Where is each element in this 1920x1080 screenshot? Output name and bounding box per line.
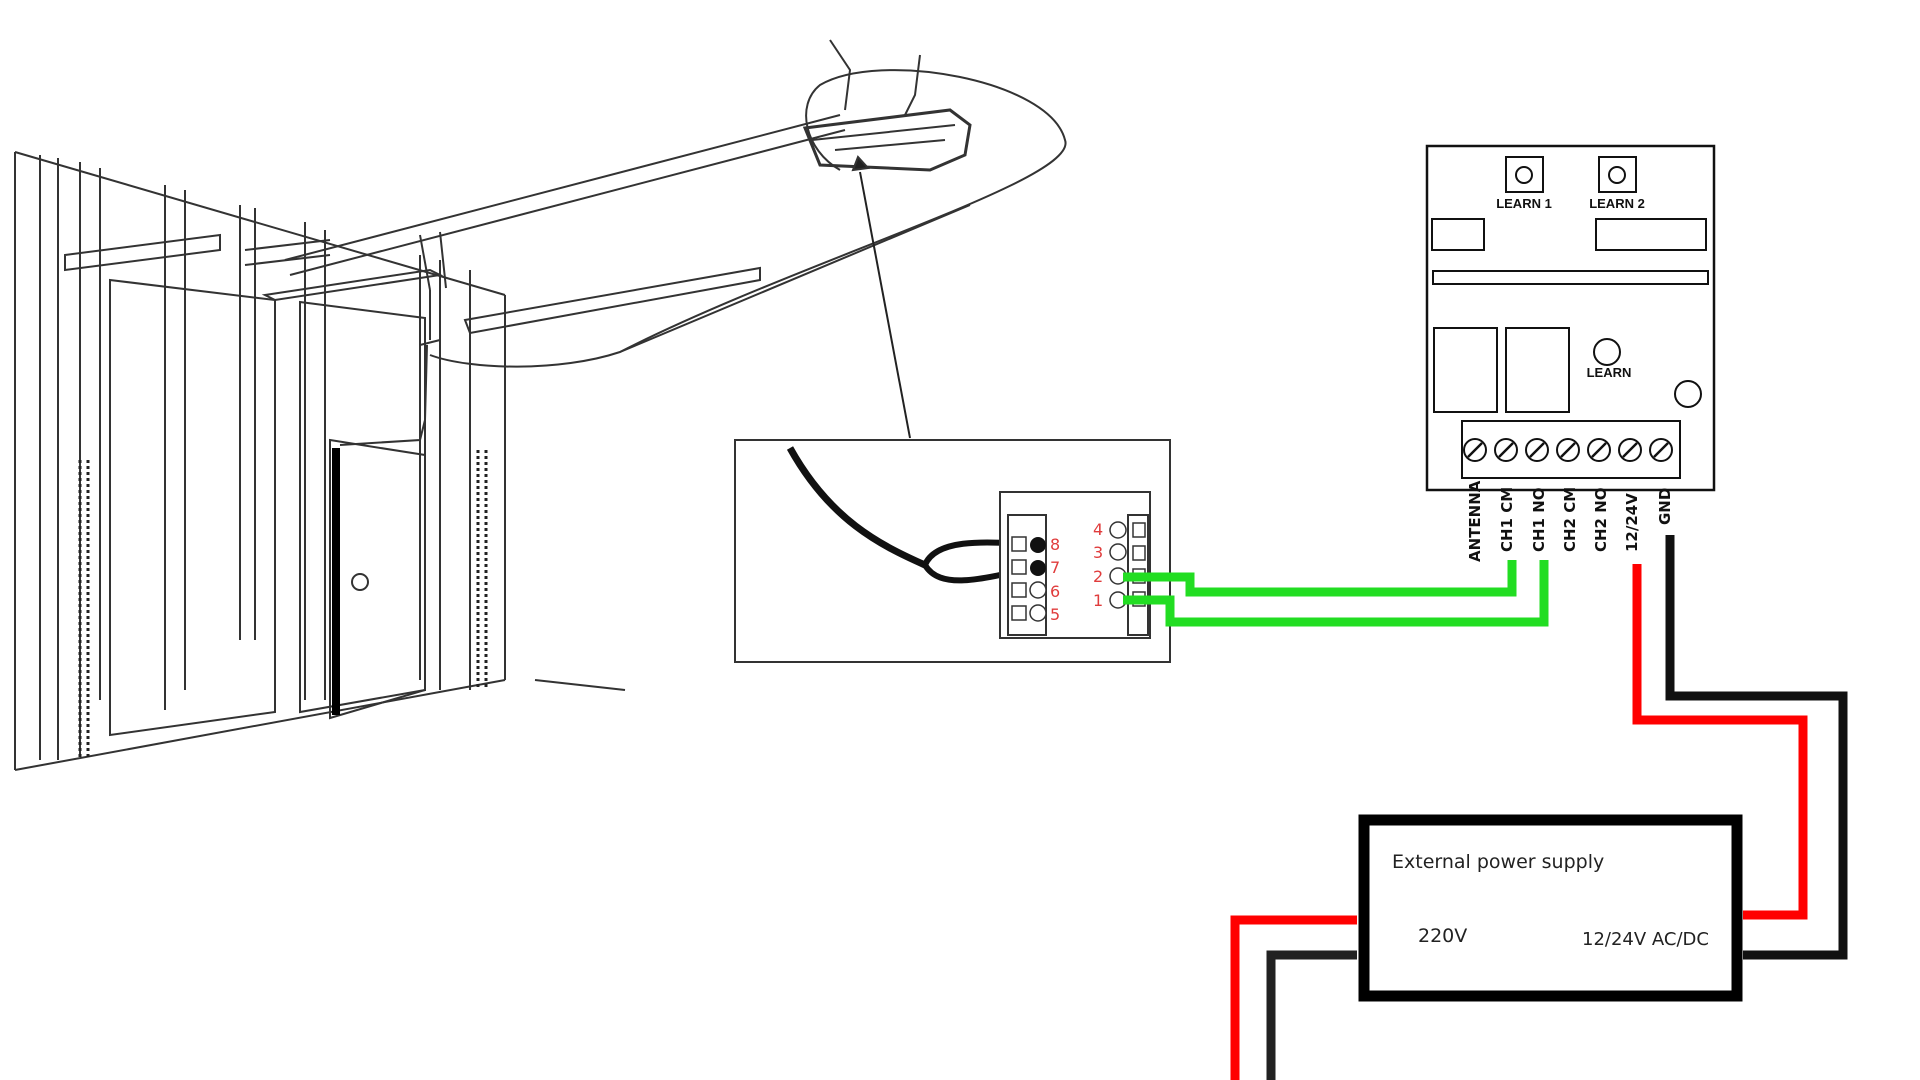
psu-title: External power supply	[1392, 851, 1604, 873]
receiver-board: LEARN 1 LEARN 2 LEARN ANTENNA CH1 CM CH1…	[1425, 144, 1716, 562]
learn-button	[1593, 338, 1621, 366]
pin-label: 8	[1050, 535, 1060, 554]
pin-label: 4	[1093, 520, 1103, 539]
terminal-labels: ANTENNA CH1 CM CH1 NO CH2 CM CH2 NO 12/2…	[1466, 480, 1674, 562]
terminal-screw-slot	[1622, 442, 1638, 458]
pin-label: 3	[1093, 543, 1103, 562]
terminal-screws	[1463, 438, 1673, 462]
garage-illustration	[14, 39, 1067, 771]
pin-label: 1	[1093, 591, 1103, 610]
positive-wire	[1632, 564, 1808, 920]
psu-input-label: 220V	[1418, 925, 1467, 947]
terminal-label-antenna: ANTENNA	[1466, 480, 1484, 562]
pin-label: 7	[1050, 558, 1060, 577]
opener-terminal-inset: 4 3 2 1 8 7 6 5	[734, 439, 1171, 663]
signal-wire-ch1-no	[1123, 560, 1549, 627]
learn2-label: LEARN 2	[1589, 196, 1645, 211]
terminal-label-ch2-no: CH2 NO	[1592, 487, 1610, 552]
terminal-screw-slot	[1560, 442, 1576, 458]
pin-label: 5	[1050, 605, 1060, 624]
terminal-screw-slot	[1467, 442, 1483, 458]
learn-label: LEARN	[1587, 365, 1632, 380]
terminal-screw-slot	[1653, 442, 1669, 458]
terminal-label-ch1-cm: CH1 CM	[1498, 487, 1516, 552]
wires	[1123, 535, 1848, 1080]
terminal-screw-slot	[1591, 442, 1607, 458]
terminal-label-gnd: GND	[1656, 488, 1674, 525]
pin-label: 2	[1093, 567, 1103, 586]
learn1-label: LEARN 1	[1496, 196, 1552, 211]
signal-wire-ch1-cm	[1123, 560, 1517, 597]
pin-label: 6	[1050, 582, 1060, 601]
mains-live-wire	[1230, 915, 1357, 1080]
ground-wire	[1665, 535, 1848, 960]
psu-output-label: 12/24V AC/DC	[1582, 929, 1709, 950]
terminal-screw-slot	[1529, 442, 1545, 458]
terminal-label-ch1-no: CH1 NO	[1530, 487, 1548, 552]
terminal-label-ch2-cm: CH2 CM	[1561, 487, 1579, 552]
external-power-supply: External power supply 220V 12/24V AC/DC	[1358, 814, 1743, 1002]
terminal-label-12-24v: 12/24V	[1623, 493, 1641, 552]
mains-neutral-wire	[1266, 950, 1357, 1080]
terminal-screw-slot	[1498, 442, 1514, 458]
